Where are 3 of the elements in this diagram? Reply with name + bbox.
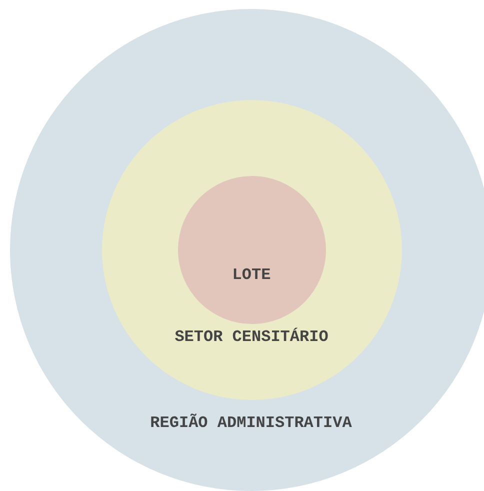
area-label: LOTE xyxy=(232,265,271,285)
area-label: SETOR CENSITÁRIO xyxy=(174,327,328,347)
area-label: REGIÃO ADMINISTRATIVA xyxy=(150,413,352,433)
